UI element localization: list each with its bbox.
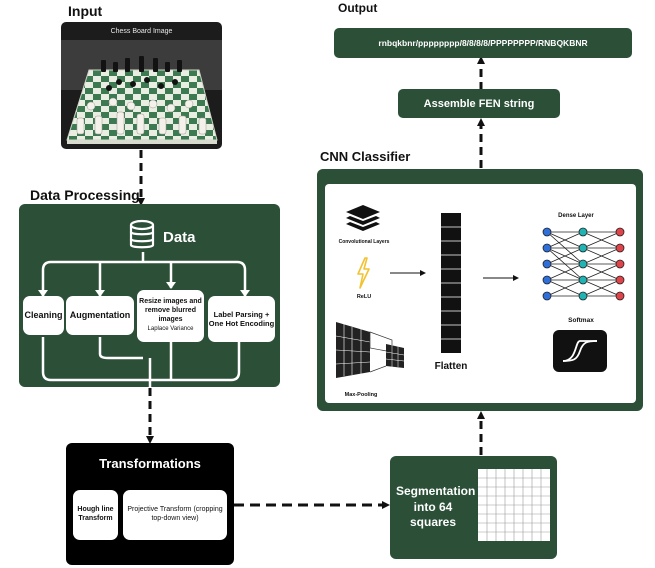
stacked-layers-icon <box>346 205 380 231</box>
step-augmentation-label: Augmentation <box>69 309 131 320</box>
step-hough-line: Hough line Transform <box>73 490 118 540</box>
sigmoid-curve-icon <box>553 330 607 372</box>
chessboard-image: Chess Board Image <box>61 22 222 149</box>
neural-network-icon <box>542 227 625 301</box>
fen-output-box: rnbqkbnr/pppppppp/8/8/8/8/PPPPPPPP/RNBQK… <box>334 28 632 58</box>
step-label-parsing: Label Parsing + One Hot Encoding <box>208 296 275 342</box>
output-heading: Output <box>338 1 378 15</box>
step-hough-line-label: Hough line Transform <box>77 506 114 522</box>
dense-layer-label: Dense Layer <box>558 213 594 219</box>
arrow-to-flatten <box>390 270 426 276</box>
input-heading: Input <box>68 3 103 19</box>
assemble-fen-box: Assemble FEN string <box>398 89 560 118</box>
segmentation-label: Segmentation into 64 squares <box>396 484 476 530</box>
fen-output-text: rnbqkbnr/pppppppp/8/8/8/8/PPPPPPPP/RNBQK… <box>378 38 588 48</box>
max-pooling-icon <box>335 322 405 378</box>
grid-64-squares-icon <box>478 469 550 541</box>
chessboard-drawing <box>61 40 222 144</box>
transformations-title: Transformations <box>99 456 201 471</box>
chessboard-caption: Chess Board Image <box>110 28 173 35</box>
softmax-label: Softmax <box>568 317 594 324</box>
relu-label: ReLU <box>356 294 372 300</box>
step-resize-label: Resize images and remove blurred images <box>139 298 202 323</box>
step-resize-sublabel: Laplace Variance <box>147 326 194 333</box>
database-icon <box>129 219 155 249</box>
max-pooling-label: Max-Pooling <box>344 392 378 398</box>
flatten-vector-icon <box>441 213 461 353</box>
assemble-fen-label: Assemble FEN string <box>423 97 535 110</box>
data-label: Data <box>163 229 196 246</box>
flatten-label: Flatten <box>434 361 468 372</box>
step-augmentation: Augmentation <box>66 296 134 335</box>
lightning-relu-icon <box>357 257 370 289</box>
step-cleaning-label: Cleaning <box>24 309 63 320</box>
step-resize-remove-blurred: Resize images and remove blurred images … <box>137 290 204 342</box>
arrow-to-dense <box>483 275 519 281</box>
step-projective-transform: Projective Transform (cropping top-down … <box>123 490 227 540</box>
cnn-heading: CNN Classifier <box>320 149 411 164</box>
data-flow-lines <box>38 252 250 387</box>
data-processing-heading: Data Processing <box>30 187 140 203</box>
conv-layers-label: Convolutional Layers <box>338 239 390 245</box>
step-projective-label: Projective Transform (cropping top-down … <box>127 506 223 522</box>
step-label-parsing-label: Label Parsing + One Hot Encoding <box>208 309 275 328</box>
step-cleaning: Cleaning <box>23 296 64 335</box>
